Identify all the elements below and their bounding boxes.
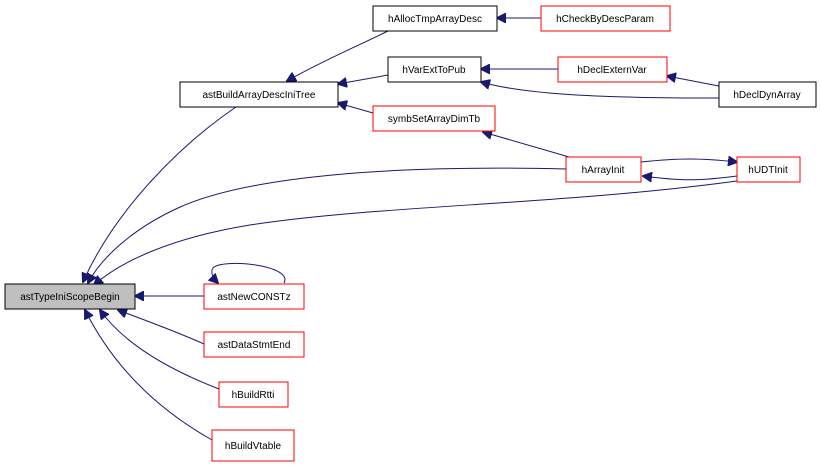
edge-decl-dyn-to-decl-extern: [667, 76, 725, 88]
node-box: [540, 5, 671, 32]
node-label: astDataStmtEnd: [218, 340, 291, 351]
node-label: hDeclExternVar: [577, 65, 647, 76]
node-box: [372, 5, 498, 32]
node-box: [557, 56, 668, 83]
node-box: [565, 156, 642, 183]
node-array-init[interactable]: hArrayInit: [565, 156, 642, 183]
edge-udt-init-to-root: [94, 180, 738, 285]
edge-new-const-self-loop: [212, 262, 286, 283]
node-root[interactable]: astTypeIniScopeBegin: [4, 283, 136, 310]
node-udt-init[interactable]: hUDTInit: [736, 156, 801, 183]
node-box: [372, 105, 496, 132]
node-label: hUDTInit: [748, 165, 788, 176]
edge-alloc-tmp-to-build-tree: [287, 28, 393, 81]
node-label: hArrayInit: [582, 165, 625, 176]
edge-build-tree-to-root: [83, 106, 237, 282]
edge-build-vtable-to-root: [85, 310, 213, 441]
node-box: [736, 156, 801, 183]
edge-array-init-to-udt-init: [640, 159, 737, 162]
node-box: [203, 283, 305, 310]
node-check-param[interactable]: hCheckByDescParam: [540, 5, 671, 32]
edge-udt-init-to-array-init: [643, 176, 738, 180]
edge-data-stmt-to-root: [118, 310, 205, 345]
node-box: [387, 56, 482, 83]
node-box: [218, 381, 289, 408]
edge-symb-set-to-build-tree: [338, 103, 374, 114]
node-var-ext[interactable]: hVarExtToPub: [387, 56, 482, 83]
node-build-rtti[interactable]: hBuildRtti: [218, 381, 289, 408]
edge-array-init-to-root: [88, 167, 567, 283]
edges: [83, 18, 738, 441]
node-new-const[interactable]: astNewCONSTz: [203, 283, 305, 310]
edge-build-rtti-to-root: [100, 310, 220, 390]
node-label: astNewCONSTz: [217, 292, 290, 303]
node-build-tree[interactable]: astBuildArrayDescIniTree: [179, 81, 339, 108]
node-label: hAllocTmpArrayDesc: [388, 14, 482, 25]
node-box: [203, 331, 305, 358]
edge-array-init-to-symb-set: [483, 132, 577, 160]
node-label: astBuildArrayDescIniTree: [202, 90, 315, 101]
edge-var-ext-to-build-tree: [338, 74, 389, 84]
node-label: astTypeIniScopeBegin: [20, 292, 120, 303]
nodes: astTypeIniScopeBegin astBuildArrayDescIn…: [4, 5, 817, 462]
node-label: hVarExtToPub: [402, 65, 466, 76]
node-decl-extern[interactable]: hDeclExternVar: [557, 56, 668, 83]
node-alloc-tmp[interactable]: hAllocTmpArrayDesc: [372, 5, 498, 32]
node-box: [718, 81, 817, 108]
node-label: hBuildRtti: [232, 390, 275, 401]
node-symb-set[interactable]: symbSetArrayDimTb: [372, 105, 496, 132]
node-label: symbSetArrayDimTb: [388, 114, 481, 125]
node-label: hBuildVtable: [225, 441, 282, 452]
edge-decl-dyn-to-var-ext: [481, 82, 720, 99]
node-box: [211, 429, 295, 462]
node-box: [4, 283, 136, 310]
node-data-stmt[interactable]: astDataStmtEnd: [203, 331, 305, 358]
node-label: hCheckByDescParam: [556, 14, 654, 25]
node-build-vtable[interactable]: hBuildVtable: [211, 429, 295, 462]
node-box: [179, 81, 339, 108]
node-decl-dyn[interactable]: hDeclDynArray: [718, 81, 817, 108]
node-label: hDeclDynArray: [733, 90, 800, 101]
